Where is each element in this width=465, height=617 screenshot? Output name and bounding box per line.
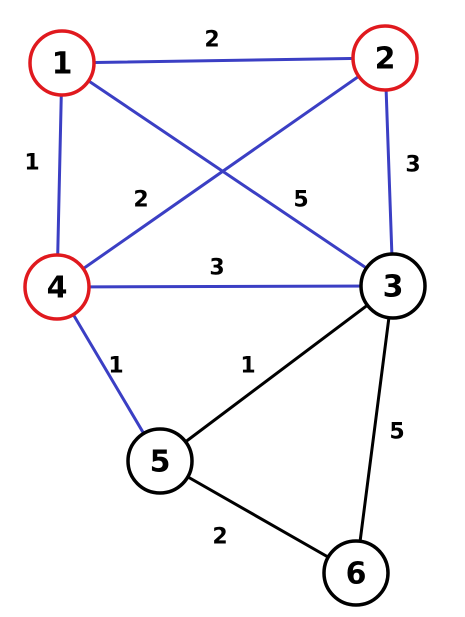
edge-weight-5-3: 1 — [240, 354, 255, 379]
edge-5-3 — [158, 284, 395, 463]
node-3-circle — [359, 252, 427, 320]
node-2-label: 2 — [375, 42, 396, 77]
edge-5-6 — [158, 459, 358, 575]
edge-1-2 — [60, 56, 387, 65]
edge-1-3 — [60, 61, 395, 288]
node-2: 2 — [351, 24, 419, 92]
edge-2-3 — [383, 56, 395, 288]
node-3: 3 — [359, 252, 427, 320]
edges-layer — [55, 56, 395, 575]
node-5-circle — [126, 427, 194, 495]
node-4-label: 4 — [47, 271, 68, 306]
node-5: 5 — [126, 427, 194, 495]
node-1-circle — [28, 29, 96, 97]
nodes-layer: 1 2 3 4 5 6 — [23, 24, 427, 607]
node-4-circle — [23, 253, 91, 321]
edge-weight-3-6: 5 — [389, 420, 404, 445]
edge-weight-2-4: 2 — [133, 188, 148, 213]
node-5-label: 5 — [150, 445, 171, 480]
edge-weight-1-2: 2 — [204, 28, 219, 53]
edge-3-6 — [354, 284, 395, 575]
edge-weight-1-4: 1 — [24, 151, 39, 176]
node-6: 6 — [322, 539, 390, 607]
node-4: 4 — [23, 253, 91, 321]
node-6-label: 6 — [346, 557, 367, 592]
node-1: 1 — [28, 29, 96, 97]
node-2-circle — [351, 24, 419, 92]
node-1-label: 1 — [52, 47, 73, 82]
node-6-circle — [322, 539, 390, 607]
edge-2-4 — [55, 56, 387, 289]
edge-1-4 — [55, 61, 64, 289]
edge-weight-2-3: 3 — [405, 153, 420, 178]
edge-weight-4-3: 3 — [209, 256, 224, 281]
edge-weight-1-3: 5 — [293, 188, 308, 213]
edge-weights-layer: 2 1 3 2 5 3 1 1 5 2 — [24, 28, 420, 550]
edge-4-3 — [55, 284, 395, 289]
edge-weight-4-5: 1 — [108, 354, 123, 379]
node-3-label: 3 — [383, 270, 404, 305]
edge-weight-5-6: 2 — [212, 525, 227, 550]
